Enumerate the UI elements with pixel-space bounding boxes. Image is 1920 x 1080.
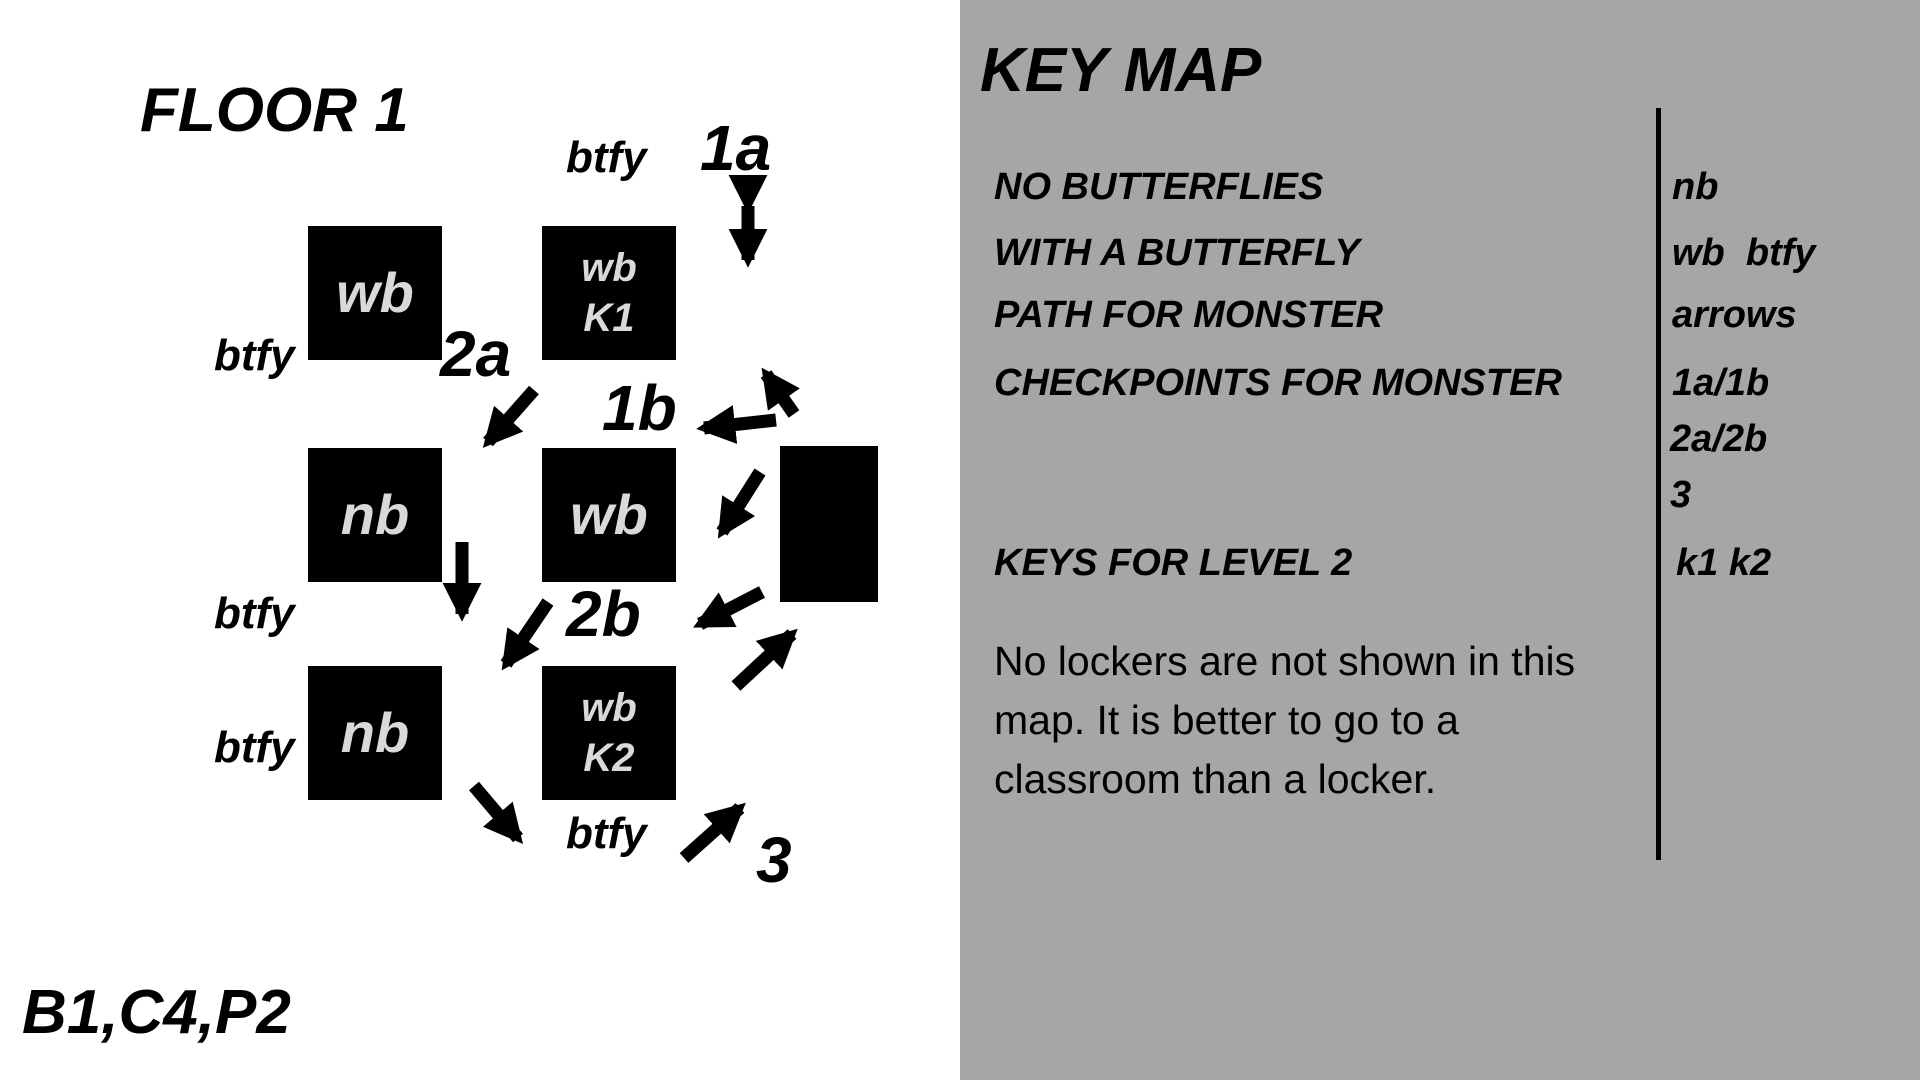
butterfly-label: btfy [214, 723, 295, 772]
path-arrow [469, 781, 524, 844]
room-key: K2 [583, 736, 635, 780]
legend-value: 1a/1b [1672, 362, 1770, 404]
path-arrow [482, 385, 539, 448]
room-wb-k2: wb K2 [542, 666, 676, 800]
checkpoint-2b: 2b [566, 578, 641, 650]
key-map-title: KEY MAP [980, 36, 1262, 105]
checkpoint-3: 3 [756, 824, 792, 896]
legend-note: No lockers are not shown in this map. It… [994, 638, 1576, 802]
floor-map-panel: FLOOR 1 wb wb K1 nb wb nb wb K2 btfy btf… [22, 76, 878, 1047]
room-nb-bottom: nb [308, 666, 442, 800]
room-wb-k1: wb K1 [542, 226, 676, 360]
path-arrow [760, 367, 800, 418]
path-arrow [716, 468, 766, 539]
room-nb-middle: nb [308, 448, 442, 582]
path-arrow [500, 598, 554, 671]
legend-value: 2a/2b [1670, 418, 1768, 460]
room-code: nb [340, 701, 410, 764]
path-arrow [696, 405, 777, 444]
room-key: K1 [583, 296, 635, 340]
legend-value: nb [1672, 166, 1719, 208]
legend-label: KEYS FOR LEVEL 2 [994, 542, 1353, 584]
butterfly-label: btfy [214, 331, 295, 380]
room-wb-center: wb [542, 448, 676, 582]
path-arrow [679, 802, 746, 863]
butterfly-label: btfy [566, 133, 647, 182]
legend-label: NO BUTTERFLIES [994, 166, 1324, 208]
map-code: B1,C4,P2 [22, 978, 291, 1047]
butterfly-label: btfy [566, 809, 647, 858]
legend-divider [1656, 108, 1661, 860]
checkpoint-1a: 1a [700, 112, 772, 184]
wall-block [780, 446, 878, 602]
monster-path-arrows [442, 174, 800, 863]
legend-value: wb btfy [1672, 232, 1816, 274]
floor-title: FLOOR 1 [140, 76, 409, 145]
room-wb-top-left: wb [308, 226, 442, 360]
path-arrow [693, 586, 765, 630]
butterfly-label: btfy [214, 589, 295, 638]
legend-value: arrows [1672, 294, 1797, 336]
path-arrow [731, 628, 798, 691]
checkpoint-2a: 2a [440, 318, 512, 390]
room-code: wb [336, 261, 414, 324]
legend-label: PATH FOR MONSTER [994, 294, 1384, 336]
checkpoint-1b: 1b [602, 372, 677, 444]
legend-label: CHECKPOINTS FOR MONSTER [994, 362, 1562, 404]
legend-value: k1 k2 [1676, 542, 1772, 584]
room-code: nb [340, 483, 410, 546]
legend-label: WITH A BUTTERFLY [994, 232, 1360, 274]
room-code: wb [581, 246, 637, 290]
room-code: wb [581, 686, 637, 730]
key-map-panel [960, 0, 1920, 1080]
room-code: wb [570, 483, 648, 546]
legend-value: 3 [1670, 474, 1692, 516]
